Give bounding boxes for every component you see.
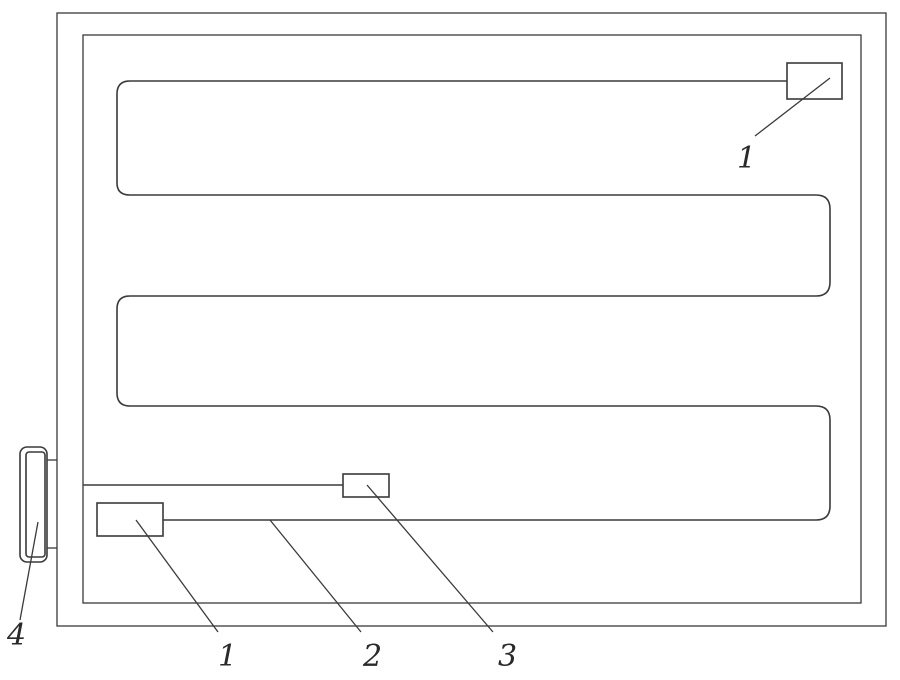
outer-frame: [56, 12, 887, 627]
callout-4: 4: [6, 618, 26, 653]
sensor-box-bottom: [96, 502, 164, 537]
leader-line-3: [366, 484, 494, 633]
leader-line-top-1: [754, 77, 831, 137]
callout-1-top: 1: [737, 141, 756, 176]
callout-1-bottom: 1: [218, 639, 237, 674]
serpentine-cable: [116, 80, 831, 521]
callout-2: 2: [362, 639, 382, 674]
callout-3: 3: [498, 639, 517, 674]
junction-box: [342, 473, 390, 498]
leader-line-bottom-1: [135, 519, 219, 633]
leader-line-2: [269, 519, 362, 633]
sensor-box-top: [786, 62, 843, 100]
inner-frame: [82, 34, 862, 604]
leader-line-4: [19, 521, 39, 621]
connector-inner: [25, 451, 46, 558]
